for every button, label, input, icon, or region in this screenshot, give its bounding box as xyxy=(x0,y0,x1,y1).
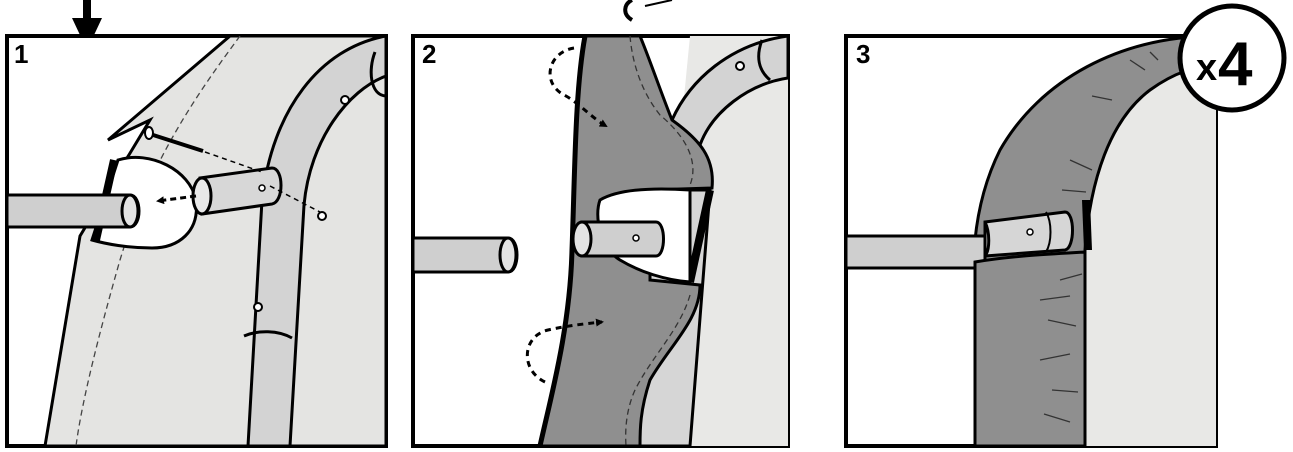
leg-tube xyxy=(7,195,139,227)
quantity-badge: x 4 xyxy=(1180,6,1284,110)
leg-tube xyxy=(846,236,985,268)
screw-icon xyxy=(341,96,349,104)
panel-3: 3 xyxy=(846,36,1216,446)
panel-number: 1 xyxy=(14,39,28,69)
panel-number: 2 xyxy=(422,39,436,69)
quantity-count: 4 xyxy=(1218,30,1253,99)
panel-1: 1 xyxy=(7,36,386,446)
screw-icon xyxy=(254,303,262,311)
connector-tube xyxy=(582,222,664,256)
panel-number: 3 xyxy=(856,39,870,69)
curved-arrow-icon xyxy=(625,0,672,20)
quantity-prefix: x xyxy=(1196,47,1217,89)
panel-2: 2 xyxy=(413,36,788,446)
